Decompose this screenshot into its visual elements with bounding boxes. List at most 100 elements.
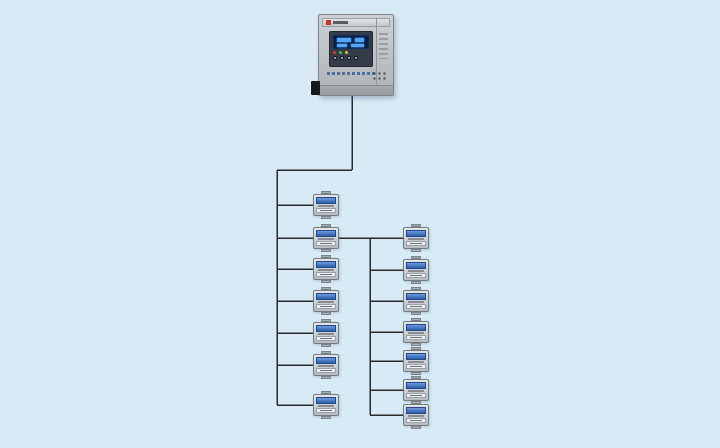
device-mount-tab-top	[411, 287, 421, 290]
device-lcd-display	[316, 325, 336, 332]
device-text-placeholder	[408, 238, 424, 240]
gas-detector-device	[313, 287, 339, 315]
device-label-strip	[406, 241, 426, 246]
device-text-placeholder	[408, 361, 424, 363]
device-body	[403, 227, 429, 249]
vent-slots	[379, 33, 388, 59]
status-led-row	[333, 51, 369, 54]
controller-lcd-display	[333, 35, 369, 49]
device-lcd-display	[406, 407, 426, 414]
device-mount-tab-top	[321, 287, 331, 290]
device-lcd-display	[406, 382, 426, 389]
gas-detector-device	[403, 287, 429, 315]
device-mount-tab-top	[411, 318, 421, 321]
lcd-digit-segment	[337, 44, 347, 47]
device-label-strip	[316, 241, 336, 246]
device-lcd-display	[316, 261, 336, 268]
device-body	[403, 259, 429, 281]
panel-button	[333, 56, 337, 60]
device-lcd-display	[406, 230, 426, 237]
device-label-strip	[406, 335, 426, 340]
device-body	[403, 379, 429, 401]
device-mount-tab-top	[411, 224, 421, 227]
device-lcd-display	[316, 230, 336, 237]
device-mount-tab-top	[411, 347, 421, 350]
gas-detector-device	[403, 347, 429, 375]
device-mount-tab-top	[321, 351, 331, 354]
device-body	[313, 394, 339, 416]
device-label-strip	[316, 304, 336, 309]
device-mount-tab-bottom	[411, 249, 421, 252]
gas-detector-device	[313, 191, 339, 219]
device-lcd-display	[406, 324, 426, 331]
controller-top-strip	[322, 18, 390, 27]
device-mount-tab-top	[321, 224, 331, 227]
device-label-strip	[406, 418, 426, 423]
controller-base	[319, 85, 393, 95]
gas-detector-device	[313, 351, 339, 379]
front-label-placeholder	[327, 72, 377, 75]
device-label-strip	[316, 208, 336, 213]
panel-button	[354, 56, 358, 60]
device-label-strip	[316, 336, 336, 341]
device-body	[403, 290, 429, 312]
device-mount-tab-top	[411, 376, 421, 379]
device-text-placeholder	[318, 365, 334, 367]
fault-led	[345, 51, 348, 54]
device-text-placeholder	[318, 238, 334, 240]
panel-button-row	[333, 56, 369, 60]
device-mount-tab-top	[411, 256, 421, 259]
device-text-placeholder	[408, 390, 424, 392]
device-body	[403, 404, 429, 426]
device-body	[313, 194, 339, 216]
device-body	[403, 350, 429, 372]
device-mount-tab-bottom	[411, 343, 421, 346]
brand-text-placeholder	[333, 21, 348, 24]
device-mount-tab-bottom	[411, 281, 421, 284]
device-label-strip	[406, 393, 426, 398]
gas-detector-device	[403, 401, 429, 429]
side-bracket	[311, 81, 320, 95]
device-mount-tab-bottom	[411, 426, 421, 429]
alarm-led	[333, 51, 336, 54]
device-label-strip	[316, 408, 336, 413]
device-mount-tab-bottom	[321, 280, 331, 283]
gas-detector-device	[313, 255, 339, 283]
device-text-placeholder	[318, 333, 334, 335]
device-mount-tab-top	[321, 191, 331, 194]
device-body	[313, 354, 339, 376]
gas-detector-device	[313, 224, 339, 252]
device-text-placeholder	[408, 415, 424, 417]
device-mount-tab-bottom	[321, 216, 331, 219]
device-lcd-display	[406, 262, 426, 269]
door-seam	[376, 18, 377, 92]
device-mount-tab-bottom	[321, 344, 331, 347]
device-lcd-display	[316, 197, 336, 204]
lcd-digit-segment	[355, 38, 364, 42]
device-body	[313, 258, 339, 280]
device-body	[313, 322, 339, 344]
device-lcd-display	[406, 353, 426, 360]
lcd-digit-segment	[337, 38, 351, 42]
device-text-placeholder	[408, 270, 424, 272]
device-lcd-display	[406, 293, 426, 300]
device-mount-tab-top	[411, 401, 421, 404]
device-body	[403, 321, 429, 343]
power-led	[339, 51, 342, 54]
device-mount-tab-top	[321, 255, 331, 258]
controller-unit	[311, 14, 394, 96]
device-text-placeholder	[318, 269, 334, 271]
device-body	[313, 227, 339, 249]
device-mount-tab-top	[321, 319, 331, 322]
device-label-strip	[316, 272, 336, 277]
device-text-placeholder	[408, 301, 424, 303]
device-mount-tab-top	[321, 391, 331, 394]
controller-display-panel	[329, 31, 373, 67]
device-text-placeholder	[408, 332, 424, 334]
device-label-strip	[316, 368, 336, 373]
gas-detector-device	[313, 391, 339, 419]
device-mount-tab-bottom	[321, 312, 331, 315]
device-lcd-display	[316, 357, 336, 364]
gas-detector-device	[403, 318, 429, 346]
